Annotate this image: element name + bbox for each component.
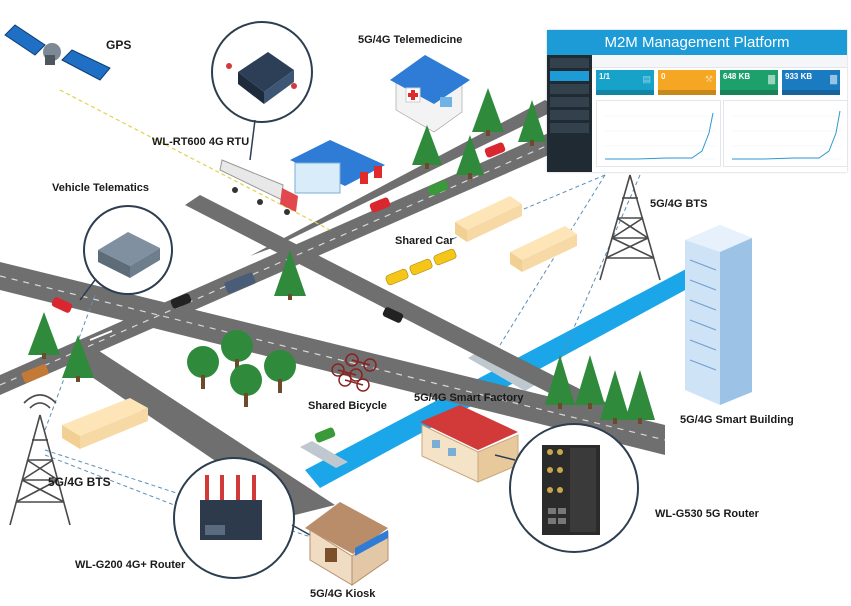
gps-link [59, 89, 331, 231]
platform-stat-tile: 933 KB ▇ [782, 70, 840, 95]
platform-sidebar-item [550, 123, 589, 133]
platform-sidebar-item [550, 97, 589, 107]
g530-label: WL-G530 5G Router [655, 508, 759, 520]
shared-bicycles-icon [331, 353, 377, 392]
bridge [300, 352, 535, 468]
platform-stat-tile: 0 ⚒ [658, 70, 716, 95]
trees [28, 88, 655, 424]
gps-satellite-icon [4, 24, 111, 81]
tile-icon: ▇ [830, 74, 837, 84]
lane-markings [0, 139, 666, 441]
tanker-truck-icon [219, 159, 298, 215]
smart-factory [420, 405, 519, 483]
kiosk [305, 502, 389, 586]
bts-tower-left-icon [9, 394, 71, 526]
g200-router-callout [173, 457, 311, 579]
g200-label: WL-G200 4G+ Router [75, 559, 186, 571]
tile-icon: ⚒ [704, 74, 713, 84]
bts-right-label: 5G/4G BTS [650, 198, 708, 210]
platform-stat-tile: 648 KB ▇ [720, 70, 778, 95]
roads [0, 100, 665, 515]
tile-value: 933 KB [785, 72, 813, 81]
platform-stat-tile: 1/1 ▤ [596, 70, 654, 95]
platform-chart-right [723, 100, 848, 167]
telemedicine-label: 5G/4G Telemedicine [358, 34, 463, 46]
platform-sidebar-item [550, 84, 589, 94]
telemedicine-house [390, 55, 470, 133]
platform-sidebar-item [550, 58, 589, 68]
tile-value: 648 KB [723, 72, 751, 81]
crosswalks [77, 315, 161, 361]
cars [21, 142, 506, 443]
platform-sidebar-item [550, 110, 589, 120]
smart-building-label: 5G/4G Smart Building [680, 414, 794, 426]
platform-title: M2M Management Platform [547, 30, 847, 55]
smart-factory-label: 5G/4G Smart Factory [414, 392, 524, 404]
gps-label: GPS [106, 38, 132, 52]
platform-topbar [592, 55, 847, 68]
rtu-label: WL-RT600 4G RTU [152, 136, 250, 148]
platform-sidebar [547, 55, 592, 172]
kiosk-label: 5G/4G Kiosk [310, 588, 376, 600]
tile-icon: ▇ [768, 74, 775, 84]
bts-left-label: 5G/4G BTS [48, 475, 111, 489]
platform-sidebar-item [550, 71, 589, 81]
g530-router-callout [494, 423, 639, 553]
gas-station [290, 140, 385, 194]
bts-tower-right-icon [599, 154, 661, 281]
rtu-callout [211, 21, 313, 161]
shared-cars [385, 248, 457, 286]
shared-car-label: Shared Car [395, 235, 454, 247]
m2m-platform-screenshot: M2M Management Platform 1/1 ▤ 0 ⚒ 648 KB… [547, 30, 848, 172]
tile-value: 1/1 [599, 72, 611, 81]
buildings-low [62, 196, 577, 449]
shared-bicycle-label: Shared Bicycle [308, 400, 387, 412]
tile-value: 0 [661, 72, 666, 81]
smart-building [685, 225, 752, 405]
tile-icon: ▤ [642, 74, 651, 84]
vehicle-telematics-label: Vehicle Telematics [52, 182, 150, 194]
vehicle-telematics-callout [79, 205, 173, 301]
river [305, 268, 700, 488]
platform-chart-left [596, 100, 721, 167]
